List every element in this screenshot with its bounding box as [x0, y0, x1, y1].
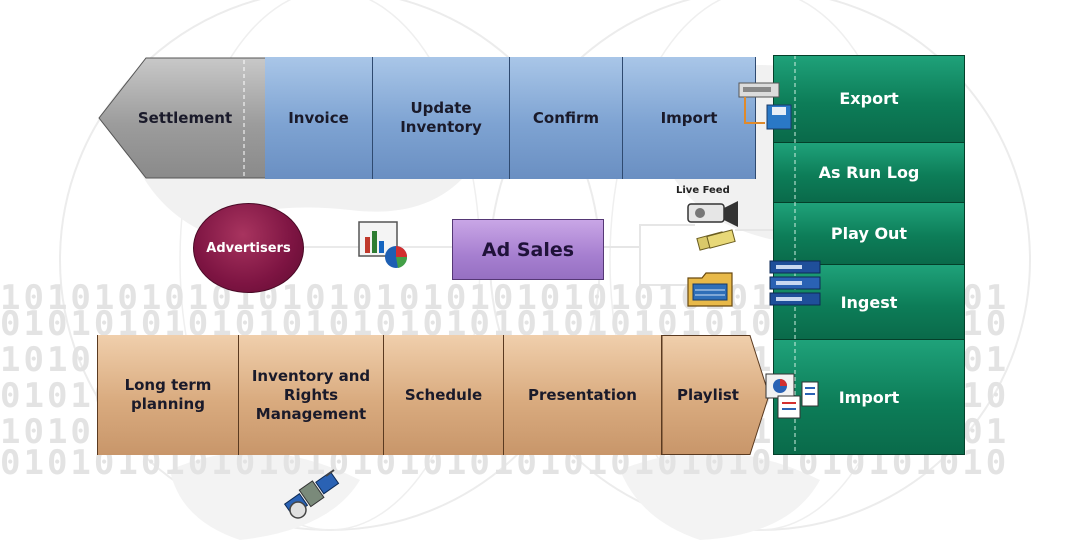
satellite-icon [283, 469, 340, 519]
settlement-label: Settlement [137, 108, 233, 127]
folder-icon [687, 272, 733, 307]
advertisers-oval: Advertisers [193, 203, 304, 293]
camera-icon [687, 201, 738, 227]
update-inventory-step: Update Inventory [373, 57, 510, 179]
rack-icon [769, 260, 821, 306]
playlist-arrow-shape [662, 335, 770, 455]
as-run-log-step: As Run Log [773, 143, 965, 203]
play-out-step: Play Out [773, 203, 965, 265]
playlist-step: Playlist [677, 385, 739, 404]
presentation-step: Presentation [504, 335, 662, 455]
export-step: Export [773, 55, 965, 143]
long-term-planning-step: Long term planning [97, 335, 239, 455]
server-disk-icon [738, 82, 792, 130]
schedule-report-icon [765, 373, 819, 419]
invoice-step: Invoice [265, 57, 373, 179]
money-icon [696, 229, 736, 251]
live-feed-label: Live Feed [676, 185, 730, 196]
inventory-rights-step: Inventory and Rights Management [239, 335, 384, 455]
settlement-arrow-shape [98, 57, 267, 179]
schedule-step: Schedule [384, 335, 504, 455]
import-step-top: Import [623, 57, 756, 179]
ad-sales-box: Ad Sales [452, 219, 604, 280]
confirm-step: Confirm [510, 57, 623, 179]
chart-icon [358, 221, 408, 268]
green-column-divider [773, 55, 965, 455]
